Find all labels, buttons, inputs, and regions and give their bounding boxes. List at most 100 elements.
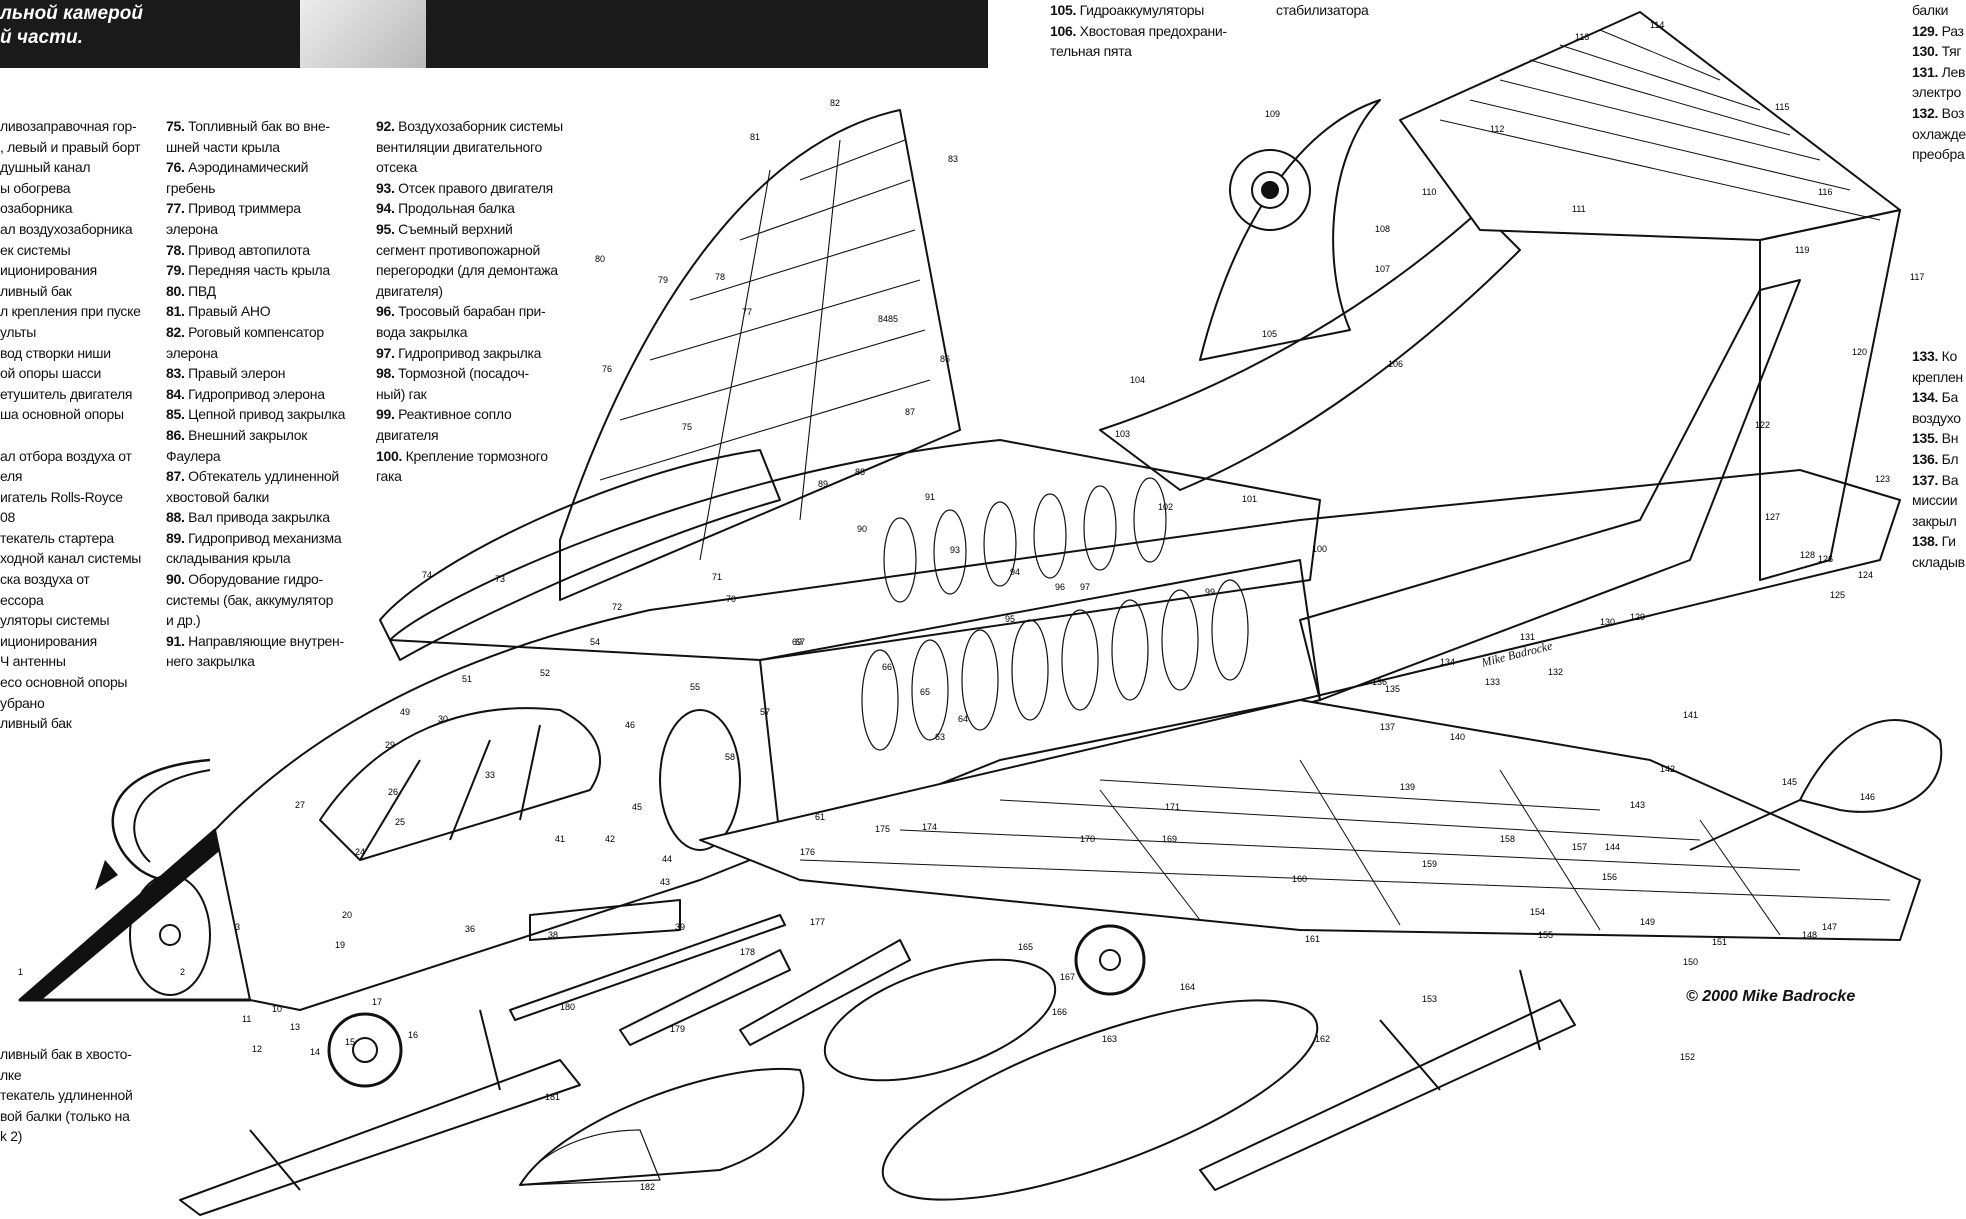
legend-item: 132. Воз: [1912, 103, 1966, 124]
radar-dish: [129, 874, 211, 996]
callout-number: 141: [1683, 710, 1698, 720]
legend-line: ы обогрева: [0, 179, 71, 196]
callout-number: 12: [252, 1044, 262, 1054]
legend-item-text: складыв: [1912, 553, 1965, 570]
callout-number: 144: [1605, 842, 1620, 852]
legend-item-number: 129.: [1912, 22, 1939, 39]
callout-number: 86: [940, 354, 950, 364]
legend-item-text: Направляющие внутрен-: [184, 632, 344, 649]
callout-number: 165: [1018, 942, 1033, 952]
callout-number: 64: [958, 714, 968, 724]
legend-item: 92. Воздухозаборник системы: [376, 116, 576, 137]
legend-line: л крепления при пуске: [0, 303, 141, 320]
callout-number: 175: [875, 824, 890, 834]
legend-line: ливозаправочная гор-: [0, 118, 137, 134]
legend-item: креплен: [1912, 367, 1966, 388]
legend-item-number: 84.: [166, 385, 185, 402]
legend-item-text: Аэродинамический: [184, 159, 309, 176]
callout-number: 152: [1680, 1052, 1695, 1062]
callout-number: 30: [438, 714, 448, 724]
legend-column-e: стабилизатора: [1276, 0, 1396, 21]
legend-line: ливный бак в хвосто-: [0, 1046, 132, 1062]
callout-number: 133: [1485, 677, 1500, 687]
callout-number: 2: [180, 967, 185, 977]
legend-item-text: Воздухозаборник системы: [394, 118, 563, 134]
legend-line: ал воздухозаборника: [0, 220, 133, 237]
legend-item-text: Топливный бак во вне-: [184, 118, 330, 134]
missile-181: [179, 1059, 581, 1216]
legend-line: k 2): [0, 1128, 23, 1145]
callout-number: 170: [1080, 834, 1095, 844]
callout-number: 150: [1683, 957, 1698, 967]
legend-item: элерона: [166, 343, 356, 364]
legend-item: 90. Оборудование гидро-: [166, 569, 356, 590]
callout-number: 112: [1490, 124, 1504, 134]
callout-number: 163: [1102, 1034, 1117, 1044]
callout-number: 119: [1795, 245, 1809, 255]
legend-item: вентиляции двигательного: [376, 137, 576, 158]
callout-number: 39: [675, 922, 685, 932]
legend-line: уляторы системы: [0, 612, 110, 629]
legend-item: тельная пята: [1050, 41, 1240, 62]
callout-number: 13: [290, 1022, 300, 1032]
legend-item-number: 86.: [166, 426, 185, 443]
legend-item-text: балки: [1912, 2, 1949, 18]
legend-item: охлажде: [1912, 124, 1966, 145]
legend-item-number: 83.: [166, 365, 185, 382]
legend-item: хвостовой балки: [166, 487, 356, 508]
callout-number: 103: [1115, 429, 1130, 439]
legend-item-text: миссии: [1912, 492, 1958, 509]
legend-item-number: 135.: [1912, 430, 1939, 447]
legend-item-number: 79.: [166, 262, 185, 279]
callout-number: 143: [1630, 800, 1645, 810]
callout-number: 54: [590, 637, 600, 647]
legend-column-b: 75. Топливный бак во вне-шней части крыл…: [166, 116, 356, 672]
legend-item-text: Съемный верхний: [394, 220, 513, 237]
nose-wheel-hub: [352, 1037, 378, 1063]
legend-item-text: Вн: [1938, 430, 1959, 447]
legend-item: стабилизатора: [1276, 0, 1396, 21]
legend-item: 98. Тормозной (посадоч-: [376, 363, 576, 384]
callout-number: 69: [792, 637, 802, 647]
callout-number: 154: [1530, 907, 1545, 917]
legend-item: складывания крыла: [166, 548, 356, 569]
legend-item: 138. Ги: [1912, 531, 1966, 552]
legend-item-text: Ко: [1938, 348, 1958, 364]
legend-item-number: 77.: [166, 200, 185, 217]
callout-number: 87: [905, 407, 915, 417]
legend-item: 95. Съемный верхний: [376, 219, 576, 240]
legend-item-text: Правый элерон: [184, 365, 286, 382]
legend-line: иционирования: [0, 632, 97, 649]
callout-number: 75: [682, 422, 692, 432]
callout-number: 20: [342, 910, 352, 920]
legend-item-number: 99.: [376, 406, 395, 423]
legend-item: 79. Передняя часть крыла: [166, 260, 356, 281]
callout-number: 114: [1650, 20, 1664, 30]
callout-number: 156: [1602, 872, 1617, 882]
nose-wheel: [327, 1012, 403, 1088]
callout-number: 74: [422, 570, 432, 580]
legend-item-text: Ва: [1938, 471, 1959, 488]
legend-item-number: 87.: [166, 468, 185, 485]
legend-item-text: Раз: [1938, 22, 1964, 39]
legend-item-number: 105.: [1050, 2, 1077, 18]
legend-item-text: Тормозной (посадоч-: [394, 365, 529, 382]
tank-163: [823, 958, 1057, 1082]
callout-number: 161: [1305, 934, 1320, 944]
legend-item-number: 75.: [166, 118, 185, 134]
legend-item-text: гребень: [166, 179, 216, 196]
legend-line: , левый и правый борт: [0, 138, 141, 155]
callout-number: 65: [920, 687, 930, 697]
callout-number: 63: [935, 732, 945, 742]
callout-number: 176: [800, 847, 815, 857]
callout-number: 91: [925, 492, 935, 502]
callout-number: 105: [1262, 329, 1277, 339]
callout-number: 117: [1910, 272, 1924, 282]
legend-item-text: Гидропривод закрылка: [394, 344, 542, 361]
legend-item: 137. Ва: [1912, 470, 1966, 491]
callout-number: 158: [1500, 834, 1515, 844]
legend-item-text: Оборудование гидро-: [184, 571, 323, 588]
callout-number: 81: [750, 132, 760, 142]
radar-hub: [159, 924, 181, 946]
callout-number: 10: [272, 1004, 282, 1014]
